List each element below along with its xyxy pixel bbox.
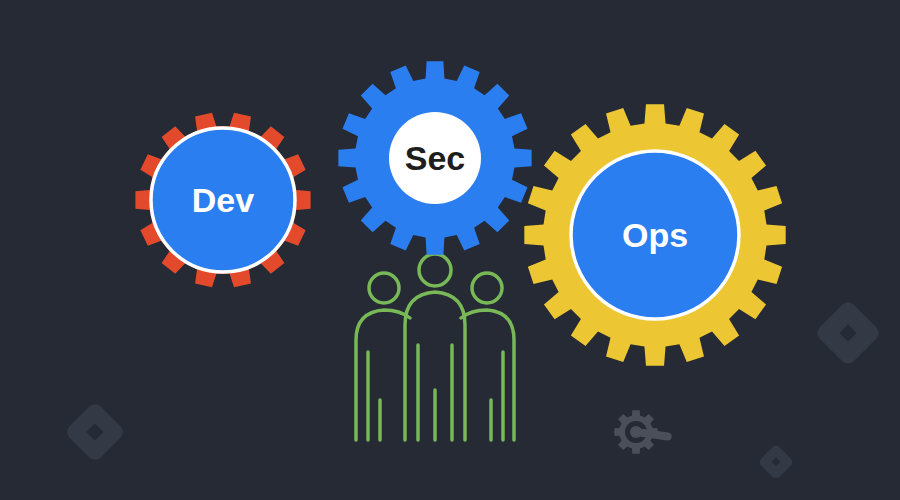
label-group: Ops bbox=[622, 218, 688, 252]
gear-label: Sec bbox=[405, 141, 466, 175]
gear-label: Dev bbox=[192, 183, 254, 217]
ops-gear: Ops bbox=[524, 104, 786, 366]
gear-hub bbox=[389, 112, 481, 204]
dev-gear: Dev bbox=[135, 112, 311, 288]
label-group: Dev bbox=[192, 183, 254, 217]
sec-gear: Sec bbox=[338, 61, 532, 255]
gear-hub bbox=[571, 151, 739, 319]
gear-label: Ops bbox=[622, 218, 688, 252]
label-group: Sec bbox=[405, 141, 466, 175]
gear-outline bbox=[338, 61, 531, 254]
gear-outline bbox=[524, 104, 785, 365]
decor-diamond-core bbox=[87, 325, 857, 467]
wrench-gear-icon bbox=[614, 410, 672, 453]
gear-outline bbox=[135, 113, 310, 288]
team-figures bbox=[356, 254, 514, 440]
gear-hub bbox=[151, 128, 295, 272]
decor-diamond bbox=[64, 299, 882, 480]
